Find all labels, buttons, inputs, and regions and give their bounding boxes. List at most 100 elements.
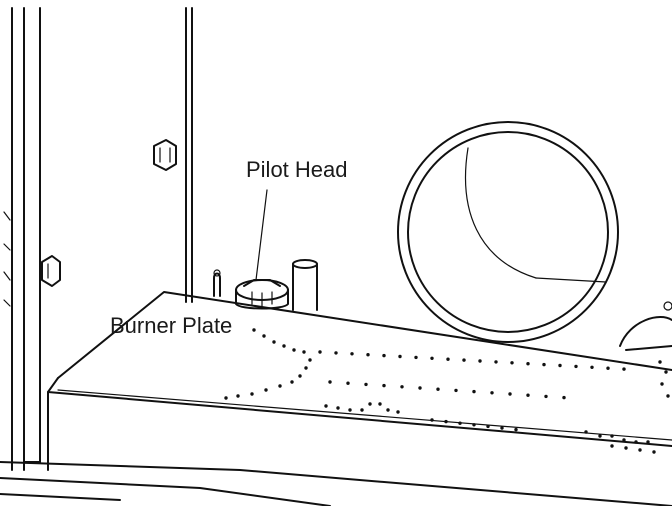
burner-port-hole: [510, 361, 514, 365]
burner-port-hole: [500, 426, 504, 430]
burner-port-hole: [574, 364, 578, 369]
burner-port-hole: [478, 359, 482, 363]
burner-port-hole: [430, 418, 434, 422]
burner-port-hole: [382, 353, 386, 358]
burner-port-hole: [638, 448, 642, 452]
burner-port-hole: [334, 351, 338, 355]
burner-port-hole: [336, 406, 340, 410]
burner-port-hole: [514, 427, 518, 432]
burner-port-hole: [400, 385, 404, 389]
flue-ring-inner: [407, 131, 609, 333]
burner-port-hole: [584, 430, 588, 434]
burner-port-hole: [622, 367, 626, 371]
burner-plate-front-edge: [47, 377, 672, 447]
burner-port-hole: [262, 334, 266, 338]
flue-ring-outer: [397, 121, 619, 343]
flue-ring-depth-line: [464, 147, 537, 279]
burner-port-hole: [526, 393, 530, 397]
burner-port-hole: [652, 450, 656, 454]
floor-lines: [0, 461, 672, 506]
burner-port-hole: [436, 387, 440, 391]
burner-port-hole: [462, 358, 466, 362]
right-pipe: [619, 301, 672, 351]
burner-ports: [224, 328, 670, 454]
igniter-pin: [213, 269, 221, 297]
hex-fitting-upper: [153, 139, 177, 171]
cabinet-frame: [11, 7, 193, 471]
burner-port-hole: [526, 362, 530, 366]
burner-port-hole: [454, 388, 458, 393]
burner-port-hole: [292, 348, 296, 352]
burner-port-hole: [646, 440, 650, 444]
pilot-head-leader: [255, 189, 268, 281]
burner-port-hole: [278, 384, 282, 388]
burner-port-hole: [444, 419, 448, 424]
burner-port-hole: [324, 404, 328, 408]
burner-port-hole: [224, 396, 228, 400]
burner-port-hole: [666, 394, 670, 398]
burner-port-hole: [544, 394, 548, 399]
burner-port-hole: [606, 366, 610, 370]
cylinder-post: [292, 259, 318, 311]
burner-port-hole: [446, 357, 450, 361]
burner-port-hole: [430, 356, 434, 360]
burner-port-hole: [250, 392, 254, 396]
burner-port-hole: [304, 366, 308, 370]
burner-port-hole: [382, 383, 386, 388]
burner-port-hole: [298, 374, 302, 378]
callout-pilot-head: Pilot Head: [246, 157, 348, 182]
burner-port-hole: [658, 360, 662, 364]
hex-fitting-left: [41, 255, 61, 287]
burner-port-hole: [562, 395, 566, 400]
burner-port-hole: [346, 381, 350, 385]
burner-port-hole: [360, 408, 364, 412]
callout-burner-plate: Burner Plate: [110, 313, 232, 338]
burner-port-hole: [264, 388, 268, 392]
burner-port-hole: [272, 340, 276, 344]
burner-port-hole: [624, 446, 628, 450]
burner-port-hole: [386, 408, 390, 412]
right-bolt: [663, 301, 672, 311]
burner-port-hole: [558, 363, 562, 368]
burner-port-hole: [302, 350, 306, 354]
burner-port-hole: [486, 424, 490, 429]
burner-port-hole: [350, 352, 354, 356]
burner-port-hole: [490, 391, 494, 395]
burner-port-hole: [366, 353, 370, 357]
burner-port-hole: [398, 354, 402, 359]
burner-port-hole: [348, 408, 352, 412]
burner-port-hole: [472, 423, 476, 427]
burner-port-hole: [328, 380, 332, 384]
flue-ring: [397, 121, 619, 343]
left-pipe-stubs: [3, 211, 11, 307]
burner-port-hole: [378, 402, 382, 406]
burner-port-hole: [494, 360, 498, 364]
burner-port-hole: [508, 392, 512, 396]
burner-port-hole: [590, 365, 594, 369]
burner-plate-top-edge: [57, 291, 672, 379]
burner-port-hole: [236, 394, 240, 398]
burner-plate: [47, 291, 672, 471]
burner-port-hole: [472, 389, 476, 394]
burner-port-hole: [458, 421, 462, 425]
burner-port-hole: [664, 370, 668, 374]
burner-port-hole: [364, 382, 368, 387]
burner-port-hole: [318, 350, 322, 354]
burner-port-hole: [610, 434, 614, 438]
burner-port-hole: [542, 362, 546, 367]
flue-ring-shelf: [535, 277, 607, 283]
burner-port-hole: [396, 410, 400, 414]
burner-port-hole: [290, 380, 294, 384]
burner-port-hole: [252, 328, 256, 332]
burner-port-hole: [660, 382, 664, 386]
burner-port-hole: [622, 438, 626, 442]
burner-port-hole: [610, 444, 614, 448]
burner-port-hole: [368, 402, 372, 406]
burner-port-hole: [418, 386, 422, 390]
burner-port-hole: [414, 355, 418, 360]
burner-port-hole: [598, 434, 602, 438]
burner-port-hole: [282, 344, 286, 348]
burner-port-hole: [634, 440, 638, 444]
